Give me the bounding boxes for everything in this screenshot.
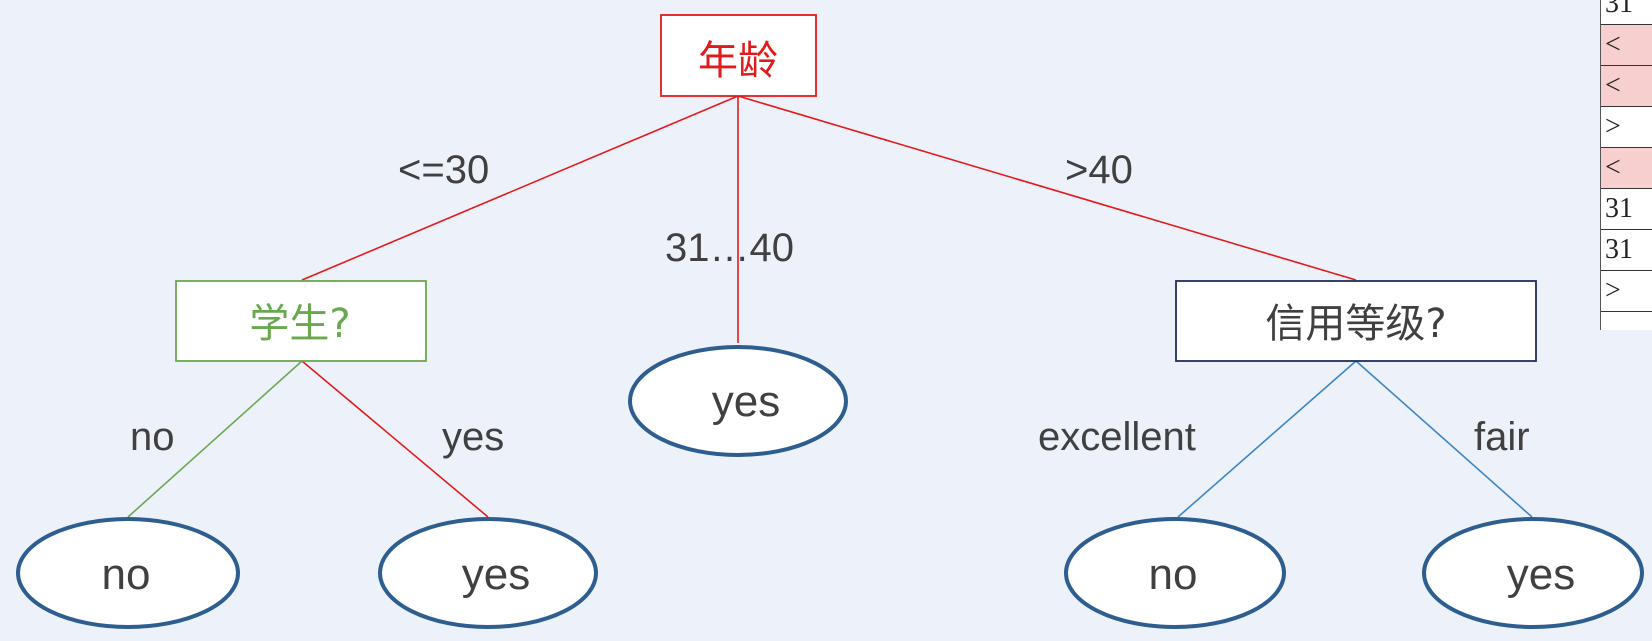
edge-credit-excellent	[1177, 360, 1357, 518]
edge-label-gt40: >40	[1065, 148, 1133, 192]
leaf-student-no	[16, 517, 240, 629]
edge-student-yes	[301, 360, 489, 518]
edge-label-student-yes: yes	[442, 415, 504, 459]
root-node-label: 年龄	[698, 38, 778, 84]
edge-credit-fair	[1355, 360, 1533, 518]
edge-root-left	[301, 95, 739, 281]
leaf-credit-yes	[1422, 517, 1644, 629]
edge-student-no	[127, 360, 303, 518]
leaf-student-yes	[378, 517, 598, 629]
table-row: <	[1601, 25, 1652, 66]
side-data-table: 31 < < > < 31 31 >	[1600, 0, 1652, 330]
table-row: >	[1601, 107, 1652, 148]
table-row: 31	[1601, 230, 1652, 271]
leaf-credit-yes-label: yes	[1507, 550, 1575, 599]
leaf-credit-no	[1064, 517, 1286, 629]
edge-label-fair: fair	[1474, 415, 1530, 459]
student-node-label: 学生?	[249, 301, 350, 347]
table-row: <	[1601, 66, 1652, 107]
edge-label-le30: <=30	[398, 148, 489, 192]
leaf-student-yes-label: yes	[462, 550, 530, 599]
edge-label-31-40: 31…40	[665, 226, 794, 270]
leaf-credit-no-label: no	[1149, 550, 1198, 599]
leaf-mid-yes	[628, 345, 848, 457]
edge-label-student-no: no	[130, 415, 175, 459]
edge-label-excellent: excellent	[1038, 415, 1196, 459]
credit-node-label: 信用等级?	[1265, 301, 1446, 347]
table-row: 31	[1601, 189, 1652, 230]
edge-root-right	[737, 95, 1357, 281]
student-node-box	[175, 280, 427, 362]
table-row: <	[1601, 148, 1652, 189]
leaf-student-no-label: no	[102, 550, 151, 599]
table-row: 31	[1601, 0, 1652, 25]
credit-node-box	[1175, 280, 1537, 362]
table-row: >	[1601, 271, 1652, 312]
root-node-box	[660, 14, 817, 97]
leaf-mid-yes-label: yes	[712, 377, 780, 426]
